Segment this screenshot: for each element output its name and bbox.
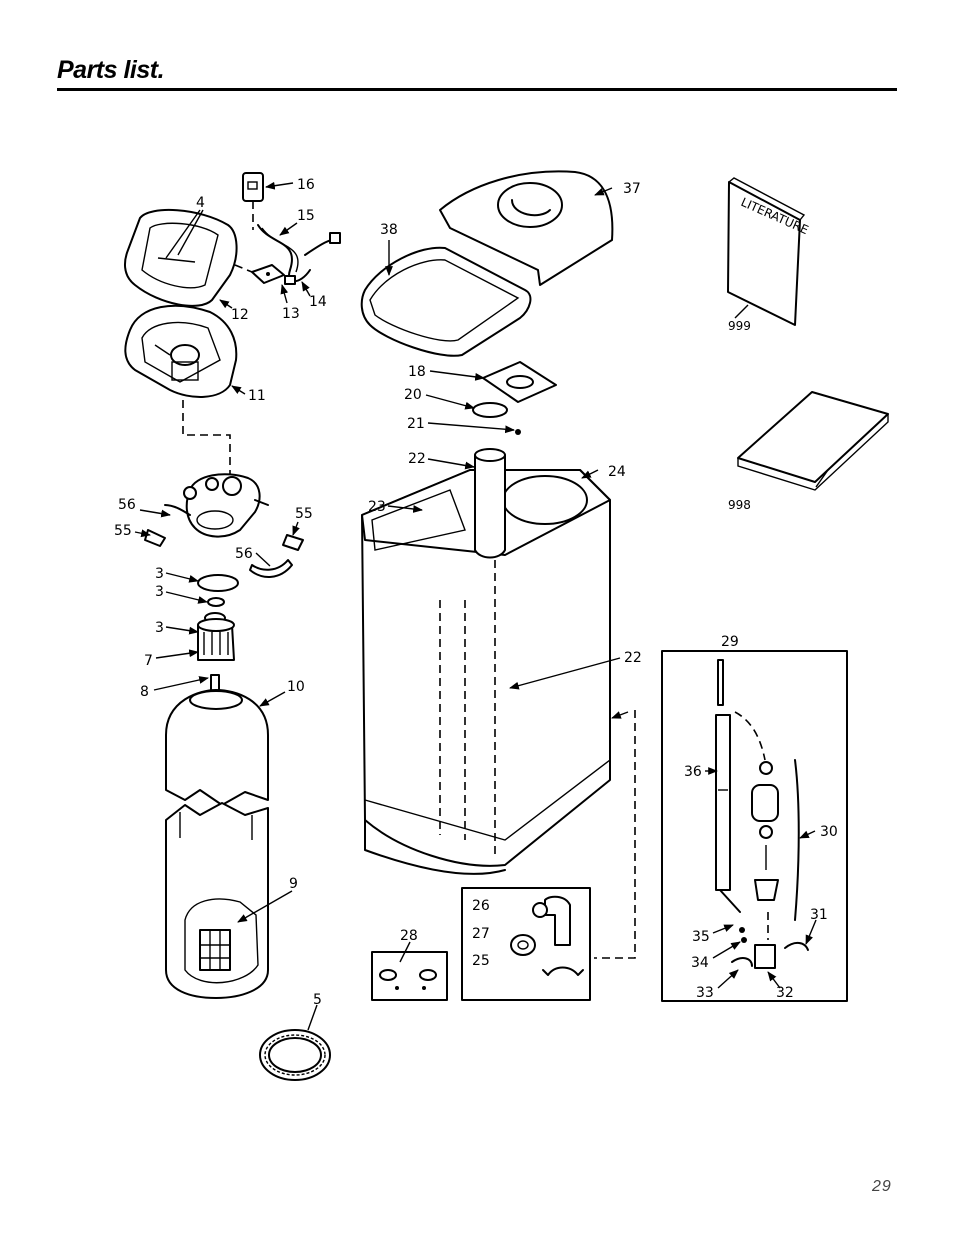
part-labels: 16 15 4 14 13 12 11 56 55 55 56 3 3 3 7 … [114,177,838,1008]
part-13-box [251,264,285,284]
label-32: 32 [776,985,794,1001]
label-7: 7 [144,653,153,669]
leader-arrows [134,181,829,1031]
part-56-retainer [249,559,293,578]
label-33: 33 [696,985,714,1001]
label-10: 10 [287,679,305,695]
label-31: 31 [810,907,828,923]
label-37: 37 [623,181,641,197]
label-21: 21 [407,416,425,432]
label-14: 14 [309,294,327,310]
part-11-controller [124,304,238,398]
part-16-switch [242,172,264,230]
parts-box-29 [661,650,848,1002]
label-3c: 3 [155,620,164,636]
label-55a: 55 [114,523,132,539]
part-4-cover [124,208,238,307]
label-38: 38 [380,222,398,238]
parts-box-28 [371,951,448,1001]
label-12: 12 [231,307,249,323]
label-56b: 56 [235,546,253,562]
part-38-lid [360,246,532,357]
label-28: 28 [400,928,418,944]
part-55-clip-left [144,529,166,547]
part-998-manual [737,391,889,491]
label-24: 24 [608,464,626,480]
label-999: 999 [728,319,751,333]
label-9: 9 [289,876,298,892]
part-10-tank [165,689,269,999]
valve-assembly [164,473,269,538]
part-20-cap [472,402,508,418]
label-56a: 56 [118,497,136,513]
label-8: 8 [140,684,149,700]
title-rule [57,88,897,91]
page-title: Parts list. [57,56,165,84]
part-14-plug [284,275,296,285]
label-3a: 3 [155,566,164,582]
part-18-plate [482,361,557,403]
part-3-oring-small [207,597,225,607]
label-13: 13 [282,306,300,322]
label-998: 998 [728,498,751,512]
part-22-brine-well [474,448,506,559]
label-27: 27 [472,926,490,942]
label-25: 25 [472,953,490,969]
label-34: 34 [691,955,709,971]
part-999-literature: LITERATURE [727,177,811,326]
label-55b: 55 [295,506,313,522]
part-37-cover [439,170,614,286]
page-number: 29 [872,1178,892,1195]
label-30: 30 [820,824,838,840]
label-36: 36 [684,764,702,780]
part-7-adapter [197,612,235,661]
label-5: 5 [313,992,322,1008]
label-11: 11 [248,388,266,404]
part-5-ring [259,1029,331,1081]
part-3-oring-large [197,574,239,592]
label-3b: 3 [155,584,164,600]
label-22b: 22 [624,650,642,666]
label-15: 15 [297,208,315,224]
label-18: 18 [408,364,426,380]
label-23: 23 [368,499,386,515]
part-24-cabinet [361,469,611,875]
parts-box-26-27-25 [461,887,591,1001]
label-4: 4 [196,195,205,211]
label-35: 35 [692,929,710,945]
label-20: 20 [404,387,422,403]
label-29: 29 [721,634,739,650]
part-21-ball [515,429,521,435]
part-15-cord [257,224,341,283]
part-55-clip-right [282,534,304,551]
label-26: 26 [472,898,490,914]
label-22a: 22 [408,451,426,467]
label-16: 16 [297,177,315,193]
